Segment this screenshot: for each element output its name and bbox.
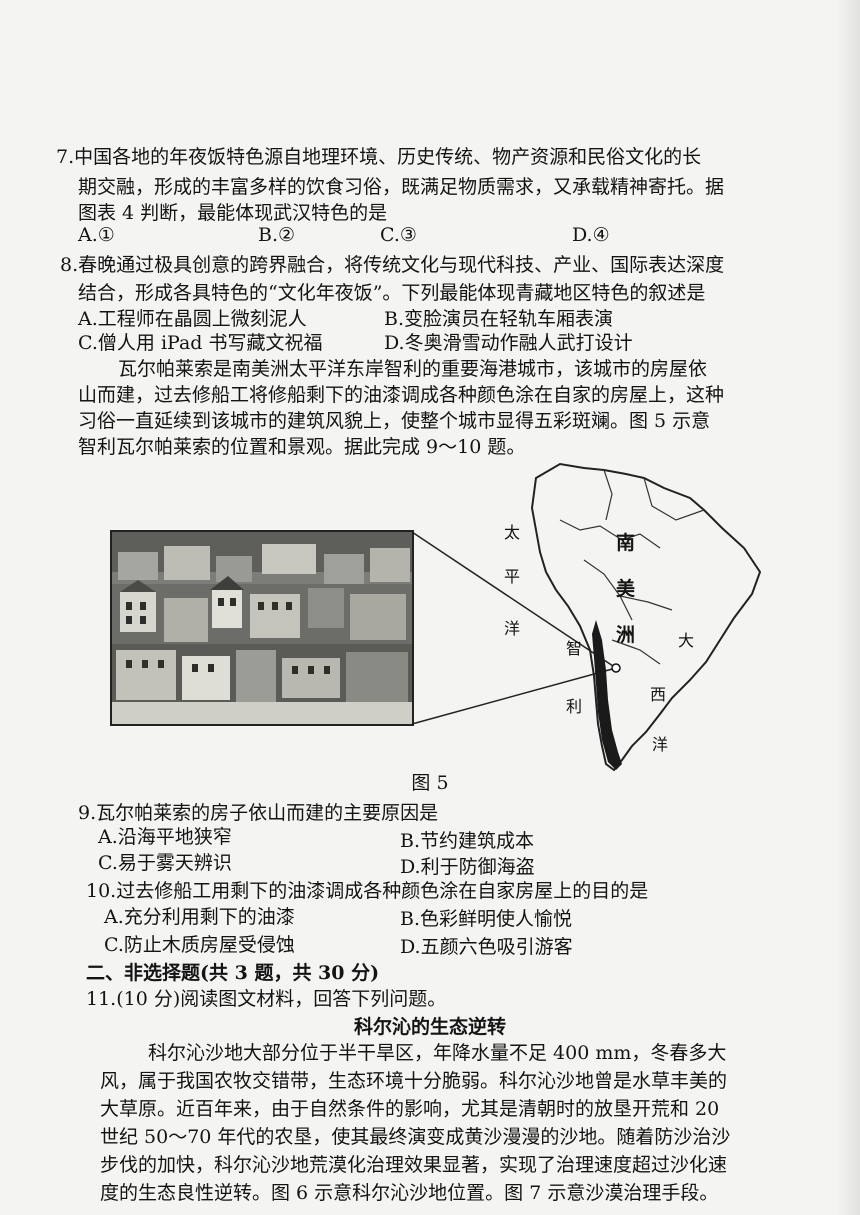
south-america-label-3: 洲 [616,624,636,646]
passage2-line-2: 风，属于我国农牧交错带，生态环境十分脆弱。科尔沁沙地曾是水草丰美的 [100,1070,728,1092]
q7-option-b[interactable]: B.② [258,224,296,246]
q9-option-b[interactable]: B.节约建筑成本 [400,830,535,852]
q10-stem: 10.过去修船工用剩下的油漆调成各种颜色涂在自家房屋上的目的是 [86,880,649,902]
q9-option-c[interactable]: C.易于雾天辨识 [98,852,232,874]
south-america-label-1: 南 [616,532,636,554]
q8-option-c[interactable]: C.僧人用 iPad 书写藏文祝福 [78,332,323,354]
passage2-line-6: 度的生态良性逆转。图 6 示意科尔沁沙地位置。图 7 示意沙漠治理手段。 [100,1182,719,1204]
q9-stem: 9.瓦尔帕莱索的房子依山而建的主要原因是 [78,802,439,824]
passage2-line-3: 大草原。近百年来，由于自然条件的影响，尤其是清朝时的放垦开荒和 20 [100,1098,720,1120]
passage2-title: 科尔沁的生态逆转 [353,1016,506,1038]
chile-country [592,620,622,770]
q7-line-2: 期交融，形成的丰富多样的饮食习俗，既满足物质需求，又承载精神寄托。据 [78,176,725,198]
atlantic-label-1: 大 [678,631,695,650]
south-america-label-2: 美 [616,578,636,600]
chile-label-1: 智 [566,639,583,658]
q8-option-b[interactable]: B.变脸演员在轻轨车厢表演 [384,308,614,330]
q8-option-d[interactable]: D.冬奥滑雪动作融人武打设计 [384,332,633,354]
figure5-caption: 图 5 [411,772,449,794]
connector-line-top [411,531,617,669]
passage-line-2: 山而建，过去修船工将修船剩下的油漆调成各种颜色涂在自家的房屋上，这种 [78,384,725,406]
city-houses-illustration [112,532,412,724]
q8-line-2: 结合，形成各具特色的“文化年夜饭”。下列最能体现青藏地区特色的叙述是 [78,282,706,304]
q8-line-1: 8.春晚通过极具创意的跨界融合，将传统文化与现代科技、产业、国际表达深度 [60,254,725,276]
q9-option-d[interactable]: D.利于防御海盗 [400,856,535,878]
q7-line-1: 7.中国各地的年夜饭特色源自地理环境、历史传统、物产资源和民俗文化的长 [56,146,702,168]
pacific-label-2: 平 [504,567,521,586]
pacific-label-1: 太 [504,523,521,542]
valparaiso-marker [611,663,621,673]
q10-option-c[interactable]: C.防止木质房屋受侵蚀 [104,934,295,956]
passage-line-3: 习俗一直延续到该城市的建筑风貌上，使整个城市显得五彩斑斓。图 5 示意 [78,410,711,432]
scan-edge-shadow [836,0,860,1215]
passage2-line-4: 世纪 50～70 年代的农垦，使其最终演变成黄沙漫漫的沙地。随着防沙治沙 [100,1126,731,1148]
continent-outline [530,462,762,772]
q7-option-d[interactable]: D.④ [572,224,610,246]
atlantic-label-2: 西 [650,685,667,704]
q11-stem: 11.(10 分)阅读图文材料，回答下列问题。 [86,988,447,1010]
q7-option-c[interactable]: C.③ [380,224,417,246]
pacific-label-3: 洋 [504,619,521,638]
section2-heading: 二、非选择题(共 3 题，共 30 分) [86,962,380,984]
valparaiso-photo [110,530,414,726]
chile-label-2: 利 [566,697,583,716]
q10-option-b[interactable]: B.色彩鲜明使人愉悦 [400,908,573,930]
q10-option-d[interactable]: D.五颜六色吸引游客 [400,936,573,958]
passage-line-1: 瓦尔帕莱索是南美洲太平洋东岸智利的重要海港城市，该城市的房屋依 [118,358,708,380]
passage-line-4: 智利瓦尔帕莱索的位置和景观。据此完成 9～10 题。 [78,436,526,458]
q10-option-a[interactable]: A.充分利用剩下的油漆 [104,906,295,928]
q8-option-a[interactable]: A.工程师在晶圆上微刻泥人 [78,308,307,330]
connector-line-bottom [411,667,617,725]
q7-line-3: 图表 4 判断，最能体现武汉特色的是 [78,202,388,224]
q9-option-a[interactable]: A.沿海平地狭窄 [98,826,232,848]
passage2-line-1: 科尔沁沙地大部分位于半干旱区，年降水量不足 400 mm，冬春多大 [148,1042,727,1064]
country-borders [559,469,705,665]
passage2-line-5: 步伐的加快，科尔沁沙地荒漠化治理效果显著，实现了治理速度超过沙化速 [100,1154,728,1176]
q7-option-a[interactable]: A.① [78,224,115,246]
atlantic-label-3: 洋 [652,735,669,754]
